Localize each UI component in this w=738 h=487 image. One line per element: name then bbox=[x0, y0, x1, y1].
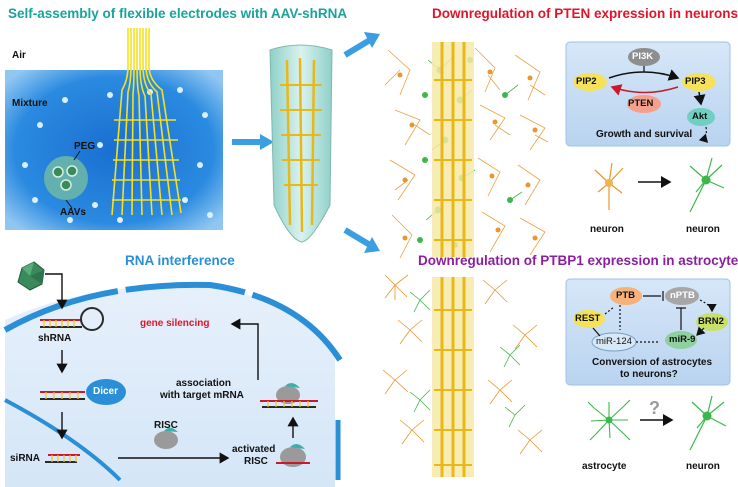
label-activated-risc: RISC bbox=[244, 456, 268, 467]
ptbp1-network-panel bbox=[565, 278, 731, 386]
pten-pathway-panel bbox=[565, 41, 731, 147]
nptb-node bbox=[665, 287, 699, 305]
peg-bubble bbox=[44, 156, 88, 200]
ptbp1-neuron bbox=[689, 395, 727, 451]
label-conversion: Conversion of astrocytes bbox=[592, 357, 713, 368]
tissue-neurons bbox=[384, 42, 549, 259]
tissue-electrode-bottom bbox=[432, 277, 474, 477]
label-brn2: BRN2 bbox=[698, 316, 724, 327]
particles bbox=[22, 87, 213, 223]
title-rna-interference: RNA interference bbox=[125, 253, 235, 268]
label-nptb: nPTB bbox=[670, 290, 695, 301]
tissue-astrocytes bbox=[382, 274, 543, 477]
aav-particles bbox=[52, 165, 78, 191]
label-risc: RISC bbox=[154, 420, 178, 431]
rna-interference-panel bbox=[3, 261, 343, 487]
akt-node bbox=[687, 108, 715, 126]
pi3k-node bbox=[628, 48, 660, 66]
mixture-bath bbox=[5, 70, 223, 230]
pten-node bbox=[627, 95, 661, 113]
label-neuron-right: neuron bbox=[686, 224, 720, 235]
electrode-sites bbox=[112, 119, 181, 201]
title-ptbp1: Downregulation of PTBP1 expression in as… bbox=[418, 253, 738, 268]
sirna-duplex bbox=[45, 454, 80, 463]
label-mir9: miR-9 bbox=[669, 334, 696, 345]
pip2-node bbox=[573, 73, 607, 91]
title-pten: Downregulation of PTEN expression in neu… bbox=[432, 6, 738, 21]
dicer-complex bbox=[40, 379, 126, 405]
aav-pointer bbox=[65, 199, 73, 209]
label-activated: activated bbox=[232, 444, 276, 455]
label-rest: REST bbox=[575, 313, 601, 324]
label-pip2: PIP2 bbox=[576, 76, 597, 87]
peg-pointer bbox=[73, 150, 81, 161]
label-air: Air bbox=[12, 50, 26, 61]
pten-neuron-left bbox=[594, 162, 624, 210]
pip3-node bbox=[682, 73, 716, 91]
label-neuron-bottom: neuron bbox=[686, 461, 720, 472]
label-growth-survival: Growth and survival bbox=[596, 129, 693, 140]
label-question: ? bbox=[649, 398, 660, 418]
label-astrocyte: astrocyte bbox=[582, 461, 627, 472]
label-shrna: shRNA bbox=[38, 333, 72, 344]
label-pten: PTEN bbox=[628, 98, 654, 109]
label-neuron-left: neuron bbox=[590, 224, 624, 235]
rest-node bbox=[573, 310, 605, 328]
label-akt: Akt bbox=[692, 111, 708, 122]
tissue-electrode-top bbox=[432, 42, 474, 257]
cell-body bbox=[5, 285, 335, 487]
label-to-neurons: to neurons? bbox=[620, 369, 678, 380]
pten-neuron-right bbox=[689, 157, 725, 213]
mir9-node bbox=[665, 331, 697, 349]
probe bbox=[269, 32, 380, 253]
risc-complex bbox=[154, 427, 178, 449]
title-self-assembly: Self-assembly of flexible electrodes wit… bbox=[8, 6, 348, 21]
label-ptb: PTB bbox=[616, 290, 635, 301]
label-dicer: Dicer bbox=[93, 386, 119, 397]
label-gene-silencing: gene silencing bbox=[140, 318, 210, 329]
shrna-hairpin bbox=[40, 307, 104, 331]
activated-risc bbox=[276, 443, 310, 467]
label-sirna: siRNA bbox=[10, 453, 41, 464]
ptb-node bbox=[610, 287, 642, 305]
self-assembly-panel bbox=[5, 28, 274, 230]
label-pi3k: PI3K bbox=[632, 51, 654, 62]
flexible-electrode bbox=[111, 28, 182, 216]
ptbp1-astrocyte bbox=[587, 399, 631, 441]
label-mir124: miR-124 bbox=[596, 336, 632, 347]
label-target-mrna: with target mRNA bbox=[160, 390, 244, 401]
label-mixture: Mixture bbox=[12, 98, 48, 109]
label-association: association bbox=[176, 378, 232, 389]
label-aavs: AAVs bbox=[60, 207, 86, 218]
brn2-node bbox=[696, 313, 728, 331]
nuclear-membrane bbox=[4, 398, 122, 482]
aav-icon bbox=[17, 261, 45, 291]
label-peg: PEG bbox=[74, 141, 96, 152]
label-pip3: PIP3 bbox=[685, 76, 706, 87]
target-mrna-complex bbox=[260, 382, 318, 408]
